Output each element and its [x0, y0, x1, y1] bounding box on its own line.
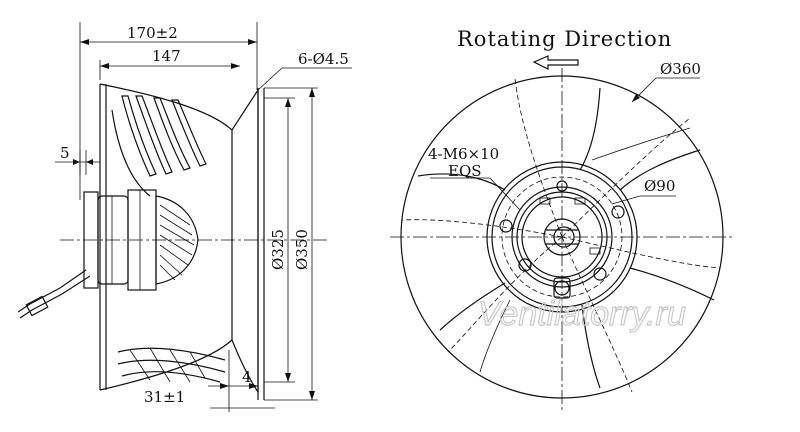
- dim-wheel-dia: Ø360: [660, 60, 701, 78]
- rotating-direction-title: Rotating Direction: [457, 27, 672, 51]
- dim-ring-dia: Ø325: [269, 229, 287, 270]
- dim-offset: 5: [60, 144, 70, 162]
- rotation-arrow-icon: [532, 55, 579, 70]
- dim-flange-thk: 4: [242, 368, 252, 386]
- dim-flange-depth: 31±1: [144, 388, 185, 406]
- dim-screw-eqs: EQS: [448, 162, 482, 180]
- side-view: 170±2 147 6-Ø4.5 5: [17, 22, 352, 412]
- watermark: Ventilatorry.ru: [478, 295, 686, 333]
- dim-screw-spec: 4-M6×10: [428, 145, 499, 163]
- dim-inlet-depth: 147: [152, 47, 181, 65]
- dim-overall-width: 170±2: [127, 24, 178, 42]
- dim-outer-dia: Ø350: [293, 229, 311, 270]
- front-view: Rotating Direction: [390, 27, 735, 410]
- dim-hub-dia: Ø90: [644, 177, 675, 195]
- dim-mount-holes: 6-Ø4.5: [298, 50, 349, 68]
